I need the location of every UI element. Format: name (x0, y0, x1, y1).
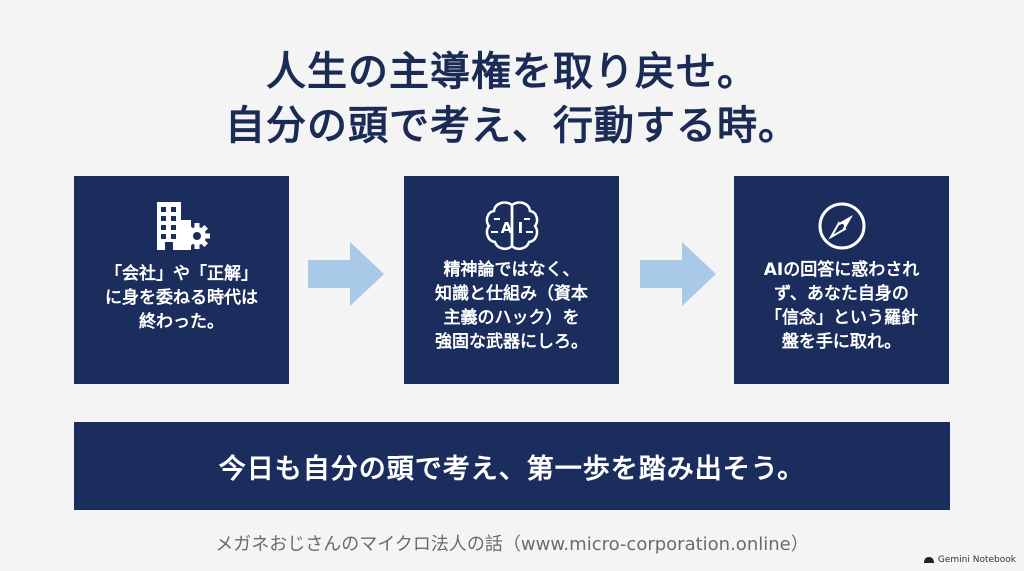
card-line: 終わった。 (139, 312, 224, 332)
watermark-text: Gemini Notebook (937, 555, 1016, 565)
headline-line-1: 人生の主導権を取り戻せ。 (266, 49, 758, 95)
svg-text:A I: A I (500, 219, 522, 237)
card-text: AIの回答に惑わされ ず、あなた自身の 「信念」という羅針 盤を手に取れ。 (744, 258, 939, 354)
right-arrow-icon (640, 242, 716, 306)
card-text: 精神論ではなく、 知識と仕組み（資本 主義のハック）を 強固な武器にしろ。 (414, 258, 609, 354)
card-line: 精神論ではなく、 (443, 260, 580, 280)
card-text: 「会社」や「正解」 に身を委ねる時代は 終わった。 (84, 262, 279, 334)
card-line: 主義のハック）を (443, 308, 580, 328)
card-line: 「信念」という羅針 (765, 308, 918, 328)
notebook-logo-icon (923, 557, 934, 563)
call-to-action-banner: 今日も自分の頭で考え、第一歩を踏み出そう。 (74, 422, 950, 510)
card-line: 盤を手に取れ。 (781, 332, 902, 352)
building-gear-icon (74, 198, 289, 254)
watermark: Gemini Notebook (923, 555, 1016, 565)
banner-text: 今日も自分の頭で考え、第一歩を踏み出そう。 (218, 453, 806, 485)
card-belief: AIの回答に惑わされ ず、あなた自身の 「信念」という羅針 盤を手に取れ。 (734, 176, 949, 384)
card-line: 「会社」や「正解」 (105, 264, 258, 284)
card-company: 「会社」や「正解」 に身を委ねる時代は 終わった。 (74, 176, 289, 384)
compass-icon (734, 198, 949, 254)
card-line: 強固な武器にしろ。 (435, 332, 588, 352)
card-knowledge: A I 精神論ではなく、 知識と仕組み（資本 主義のハック）を 強固な武器にしろ… (404, 176, 619, 384)
headline-line-2: 自分の頭で考え、行動する時。 (225, 103, 799, 149)
ai-brain-icon: A I (404, 198, 619, 254)
right-arrow-icon (308, 242, 384, 306)
card-line: 知識と仕組み（資本 (435, 284, 588, 304)
card-line: に身を委ねる時代は (105, 288, 258, 308)
footer-credit: メガネおじさんのマイクロ法人の話（www.micro-corporation.o… (215, 534, 809, 555)
card-line: AIの回答に惑わされ (763, 260, 920, 280)
card-line: ず、あなた自身の (774, 284, 909, 304)
